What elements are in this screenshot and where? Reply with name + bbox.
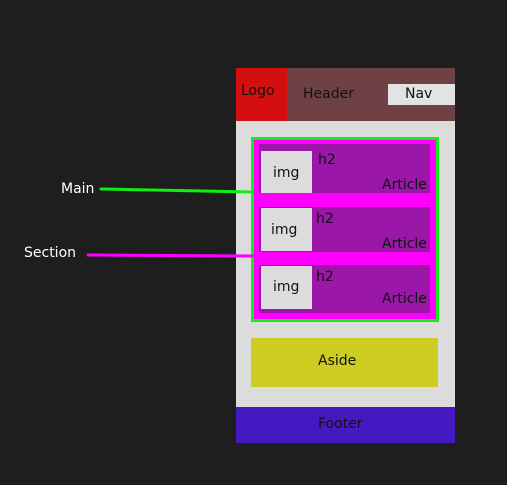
nav-label: Nav <box>405 86 433 102</box>
aside-block <box>251 338 438 387</box>
footer-label: Footer <box>318 416 363 432</box>
footer-block <box>236 407 455 443</box>
section-callout-label: Section <box>24 245 77 261</box>
section-article-label: Article <box>382 177 427 193</box>
section-img-block <box>261 151 312 193</box>
section-img-block <box>261 208 312 251</box>
header-label: Header <box>303 86 354 102</box>
section-img-label: img <box>273 279 300 295</box>
logo-label: Logo <box>241 83 275 99</box>
aside-label: Aside <box>318 353 357 369</box>
section-img-block <box>261 266 312 309</box>
section-heading-label: h2 <box>318 152 336 168</box>
section-article-label: Article <box>382 236 427 252</box>
logo-block <box>236 68 287 121</box>
section-img-label: img <box>271 222 298 238</box>
main-callout-label: Main <box>61 181 95 197</box>
section-img-label: img <box>273 165 300 181</box>
section-heading-label: h2 <box>316 269 334 285</box>
section-connector-line <box>86 253 261 258</box>
nav-block <box>388 84 455 105</box>
section-heading-label: h2 <box>316 211 334 227</box>
main-connector-line <box>99 187 254 194</box>
section-article-label: Article <box>382 291 427 307</box>
